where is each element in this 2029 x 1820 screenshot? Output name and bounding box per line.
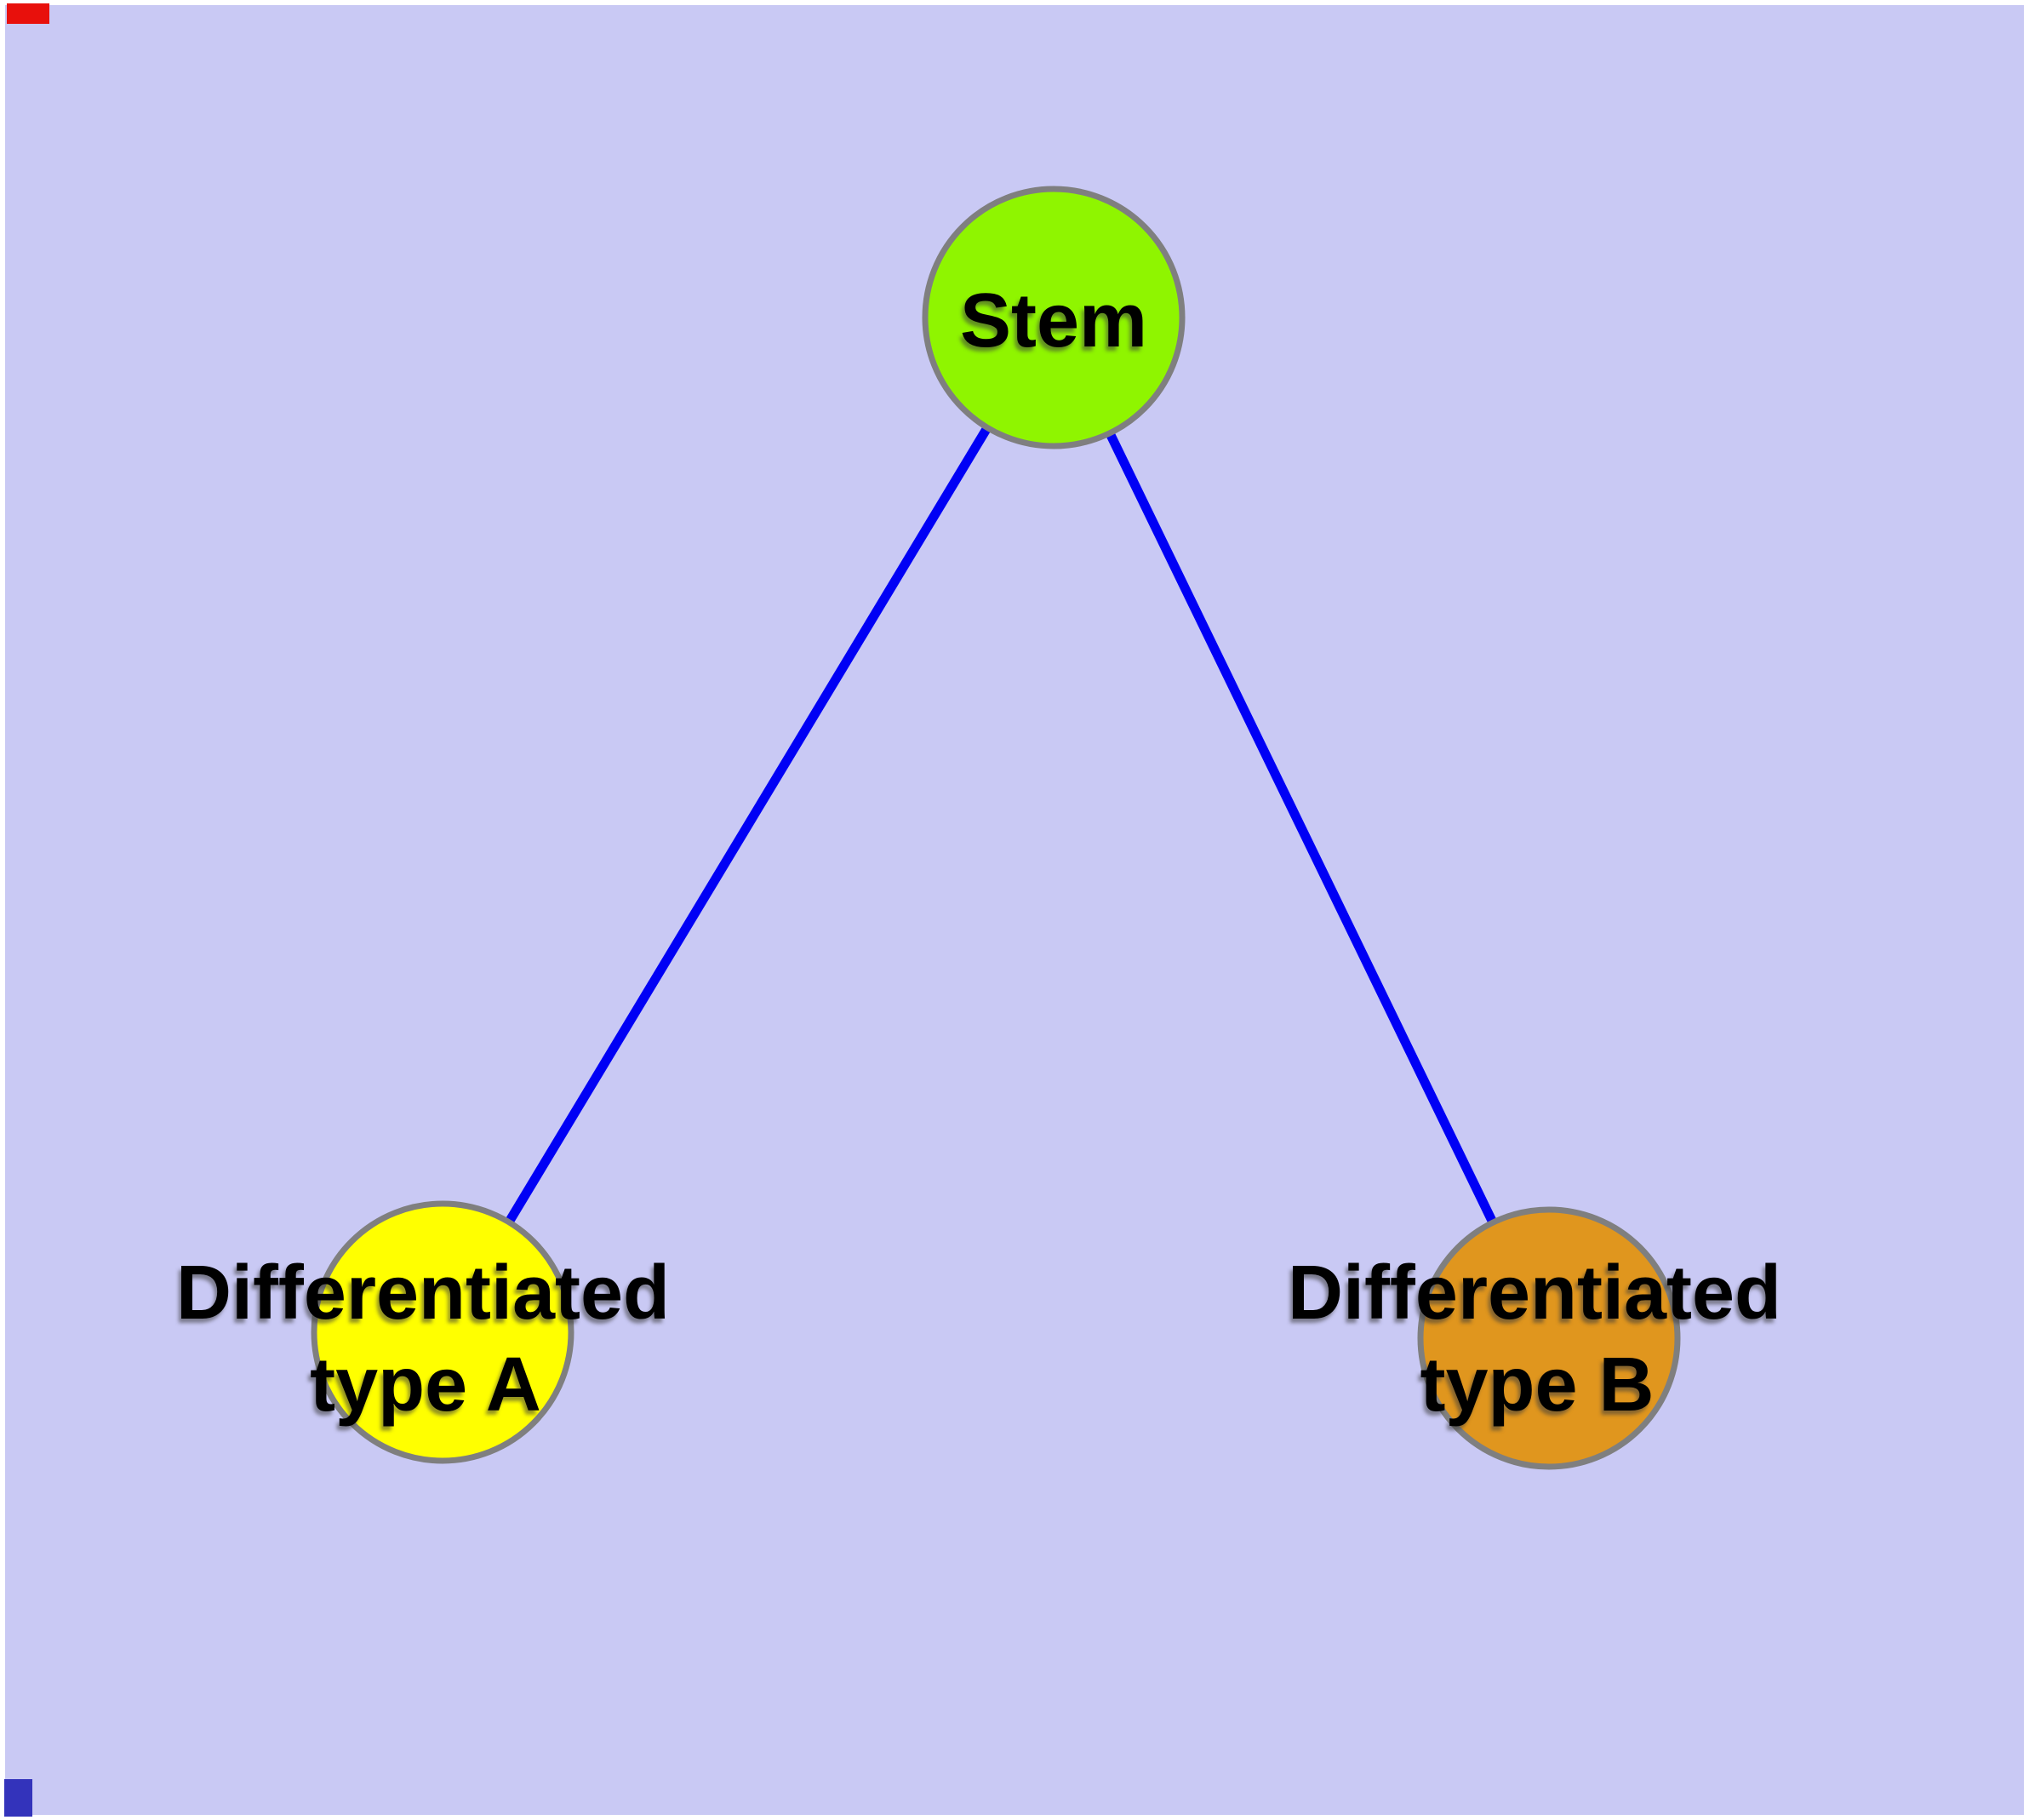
type-b-node-label-line1: Differentiated xyxy=(1288,1251,1781,1336)
corner-marker-top-left xyxy=(7,3,49,24)
type-a-node-label-line1: Differentiated xyxy=(176,1251,670,1336)
corner-marker-bottom-left xyxy=(4,1779,32,1817)
type-b-node-circle xyxy=(1417,1206,1681,1470)
edge-stem-to-type-a xyxy=(438,315,1058,1335)
edge-stem-to-type-b xyxy=(1049,315,1553,1341)
type-a-node-circle xyxy=(311,1200,574,1464)
stem-node-label: Stem xyxy=(960,278,1147,363)
type-b-node-label-line2: type B xyxy=(1420,1342,1654,1428)
stem-node-circle xyxy=(922,186,1186,449)
type-a-node-label-line2: type A xyxy=(310,1342,541,1428)
